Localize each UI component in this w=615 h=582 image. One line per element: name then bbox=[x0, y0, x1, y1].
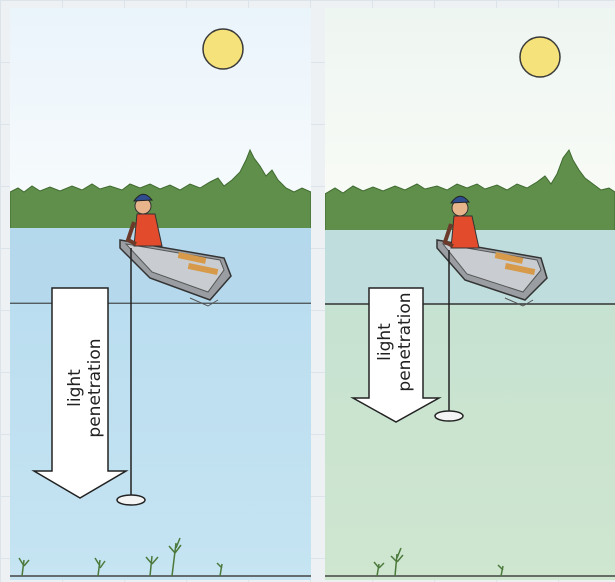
tree-line bbox=[10, 148, 311, 231]
light-penetration-arrow bbox=[31, 287, 129, 499]
boat bbox=[436, 239, 548, 307]
light-penetration-arrow bbox=[350, 287, 442, 423]
sun bbox=[202, 28, 244, 70]
clear-water-panel: light penetration bbox=[10, 8, 311, 580]
person-in-boat bbox=[442, 195, 480, 249]
turbid-water-panel: light penetration bbox=[325, 8, 615, 580]
secchi-disk bbox=[116, 494, 146, 506]
aquatic-plants bbox=[373, 547, 504, 577]
tree-line bbox=[325, 148, 615, 233]
person-in-boat bbox=[125, 193, 163, 247]
aquatic-plants bbox=[18, 537, 223, 577]
turbid-water-scene: light penetration bbox=[325, 8, 615, 580]
boat bbox=[119, 239, 232, 307]
secchi-disk bbox=[434, 410, 464, 422]
arrow-label-line2: penetration bbox=[395, 292, 415, 391]
clear-water-scene: light penetration bbox=[10, 8, 311, 580]
arrow-label-line1: light bbox=[375, 323, 395, 361]
arrow-label-line1: light bbox=[65, 369, 85, 407]
arrow-label-line2: penetration bbox=[85, 338, 105, 437]
sun bbox=[519, 36, 561, 78]
